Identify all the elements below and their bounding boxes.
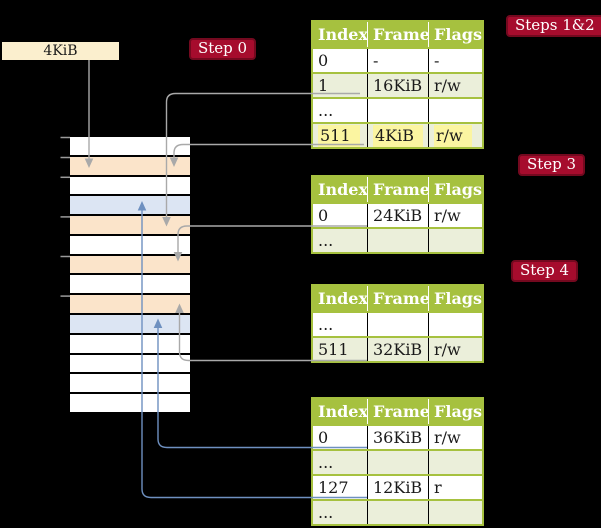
cell-index: ... <box>318 453 334 472</box>
cell-flags <box>428 99 482 122</box>
memory-row-11 <box>70 334 190 355</box>
table-row: ... <box>313 451 482 474</box>
cell-flags <box>428 313 482 336</box>
cell-frame: 24KiB <box>367 204 428 227</box>
column-header-index: Index <box>318 180 367 199</box>
cell-frame <box>367 99 428 122</box>
page-table-step-4: Index Frame Flags ... 511 32KiB r/w <box>311 284 484 363</box>
table-row: 1 16KiB r/w <box>313 74 482 97</box>
badge-step-0: Step 0 <box>189 38 257 60</box>
column-header-index: Index <box>318 25 367 44</box>
table-row: 511 32KiB r/w <box>313 338 482 361</box>
highlight-frame: 4KiB <box>373 124 424 147</box>
table-header-row: Index Frame Flags <box>313 399 482 424</box>
column-header-frame: Frame <box>367 399 428 424</box>
table-row-highlighted: 511 4KiB r/w <box>313 124 482 147</box>
cell-flags <box>428 229 482 252</box>
cell-index: 1 <box>318 76 329 95</box>
ptbr-address-label: 4KiB <box>43 43 78 59</box>
memory-row-14 <box>70 394 190 414</box>
cell-flags: r/w <box>428 204 482 227</box>
memory-row-1 <box>70 137 190 157</box>
cell-index: ... <box>318 503 334 522</box>
table-row: ... <box>313 313 482 336</box>
cell-frame: 36KiB <box>367 426 428 449</box>
cell-frame <box>367 229 428 252</box>
cell-index: 127 <box>318 478 349 497</box>
cell-flags: r/w <box>428 74 482 97</box>
badge-step-3: Step 3 <box>518 154 586 176</box>
cell-flags: - <box>428 49 482 72</box>
cell-frame <box>367 451 428 474</box>
memory-row-7 <box>70 255 190 276</box>
cell-flags: r/w <box>428 338 482 361</box>
memory-row-8 <box>70 275 190 296</box>
cell-flags <box>428 451 482 474</box>
memory-ticks <box>60 136 70 297</box>
cell-index: 0 <box>318 51 329 70</box>
memory-row-2 <box>70 156 190 177</box>
memory-row-6 <box>70 235 190 256</box>
cell-index: 0 <box>318 428 329 447</box>
table-header-row: Index Frame Flags <box>313 286 482 311</box>
cell-index: ... <box>318 101 334 120</box>
badge-steps-1-2: Steps 1&2 <box>506 15 601 37</box>
memory-row-3 <box>70 176 190 197</box>
cell-flags: r/w <box>428 426 482 449</box>
memory-row-9 <box>70 295 190 316</box>
column-header-index: Index <box>318 402 367 421</box>
page-table-steps-1-2: Index Frame Flags 0 - - 1 16KiB r/w ... … <box>311 20 484 149</box>
table-row: 127 12KiB r <box>313 476 482 499</box>
column-header-frame: Frame <box>367 177 428 202</box>
cell-index: 511 <box>318 340 349 359</box>
cell-frame <box>367 501 428 524</box>
column-header-flags: Flags <box>428 177 482 202</box>
cell-index: ... <box>318 231 334 250</box>
column-header-frame: Frame <box>367 286 428 311</box>
page-table-step-3: Index Frame Flags 0 24KiB r/w ... <box>311 175 484 254</box>
ptbr-address-box: 4KiB <box>2 42 119 60</box>
cell-frame: - <box>367 49 428 72</box>
cell-frame: 16KiB <box>367 74 428 97</box>
table-row: 0 - - <box>313 49 482 72</box>
badge-step-4: Step 4 <box>511 260 579 282</box>
cell-frame: 12KiB <box>367 476 428 499</box>
physical-memory-column <box>70 137 190 414</box>
cell-frame: 4KiB <box>367 124 428 147</box>
cell-flags <box>428 501 482 524</box>
table-row: 0 24KiB r/w <box>313 204 482 227</box>
cell-index: ... <box>318 315 334 334</box>
memory-row-13 <box>70 374 190 395</box>
memory-row-4 <box>70 196 190 217</box>
column-header-flags: Flags <box>428 22 482 47</box>
table-row: ... <box>313 229 482 252</box>
column-header-index: Index <box>318 289 367 308</box>
cell-flags: r/w <box>428 124 482 147</box>
memory-row-5 <box>70 216 190 236</box>
highlight-flags: r/w <box>434 124 472 147</box>
table-row: ... <box>313 501 482 524</box>
table-header-row: Index Frame Flags <box>313 22 482 47</box>
cell-index: 511 <box>313 124 367 147</box>
table-row: 0 36KiB r/w <box>313 426 482 449</box>
highlight-index: 511 <box>318 124 360 147</box>
cell-frame: 32KiB <box>367 338 428 361</box>
memory-row-12 <box>70 354 190 375</box>
table-row: ... <box>313 99 482 122</box>
column-header-frame: Frame <box>367 22 428 47</box>
column-header-flags: Flags <box>428 286 482 311</box>
memory-row-10 <box>70 315 190 335</box>
page-table-final-level: Index Frame Flags 0 36KiB r/w ... 127 12… <box>311 397 484 526</box>
cell-frame <box>367 313 428 336</box>
cell-flags: r <box>428 476 482 499</box>
table-header-row: Index Frame Flags <box>313 177 482 202</box>
column-header-flags: Flags <box>428 399 482 424</box>
cell-index: 0 <box>318 206 329 225</box>
